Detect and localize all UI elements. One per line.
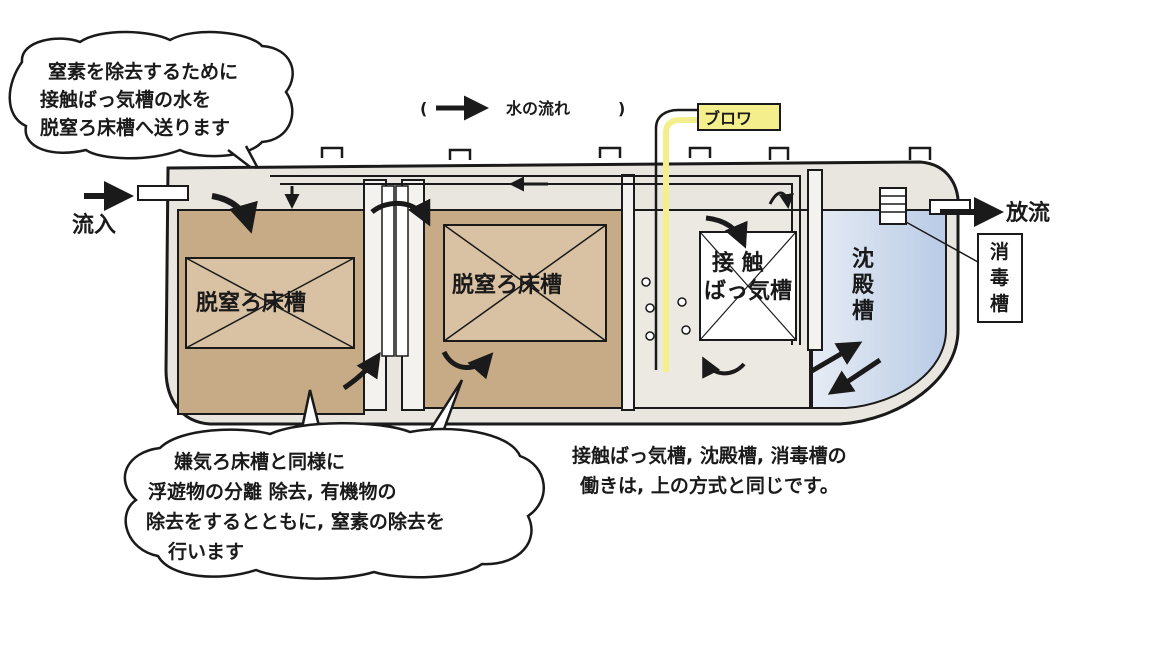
outflow-label: 放流 (1005, 200, 1050, 226)
legend-label: 水の流れ (506, 99, 570, 118)
right-note-line-2: 働きは, 上の方式と同じです。 (579, 474, 839, 497)
svg-text:(: ( (420, 99, 427, 118)
disinfection-label-2: 毒 (990, 266, 1009, 289)
tank3-label-2: ばっ気槽 (704, 278, 792, 304)
right-note-line-1: 接触ばっ気槽, 沈殿槽, 消毒槽の (572, 444, 847, 467)
blower-label: ブロワ (704, 109, 752, 128)
top-note-line-1: 窒素を除去するために (48, 60, 238, 83)
flow-legend: ( 水の流れ ) (420, 99, 625, 118)
bottom-note-line-4: 行います (167, 540, 244, 563)
tank4-label-1: 沈 (852, 247, 874, 272)
tank4-label-3: 槽 (852, 299, 874, 324)
disinfection-chamber (880, 188, 906, 224)
disinfection-label-1: 消 (990, 240, 1009, 263)
top-note-line-3: 脱窒ろ床槽へ送ります (40, 116, 230, 139)
tank1-label: 脱窒ろ床槽 (196, 290, 306, 316)
svg-text:): ) (618, 99, 625, 118)
inflow-label: 流入 (72, 212, 116, 238)
tank4-label-2: 殿 (851, 273, 875, 298)
top-callout: 窒素を除去するために 接触ばっ気槽の水を 脱窒ろ床槽へ送ります (10, 32, 293, 176)
bottom-note-line-1: 嫌気ろ床槽と同様に (174, 450, 345, 473)
bottom-note-line-3: 除去をするとともに, 窒素の除去を (146, 510, 445, 533)
septic-tank (138, 110, 970, 424)
disinfection-label-3: 槽 (990, 292, 1009, 315)
tank3-label-1: 接 触 (712, 250, 764, 276)
tank2-label: 脱窒ろ床槽 (452, 272, 562, 298)
bottom-note-line-2: 浮遊物の分離 除去, 有機物の (148, 480, 396, 503)
top-note-line-2: 接触ばっ気槽の水を (40, 88, 211, 111)
blower: ブロワ (698, 104, 780, 130)
